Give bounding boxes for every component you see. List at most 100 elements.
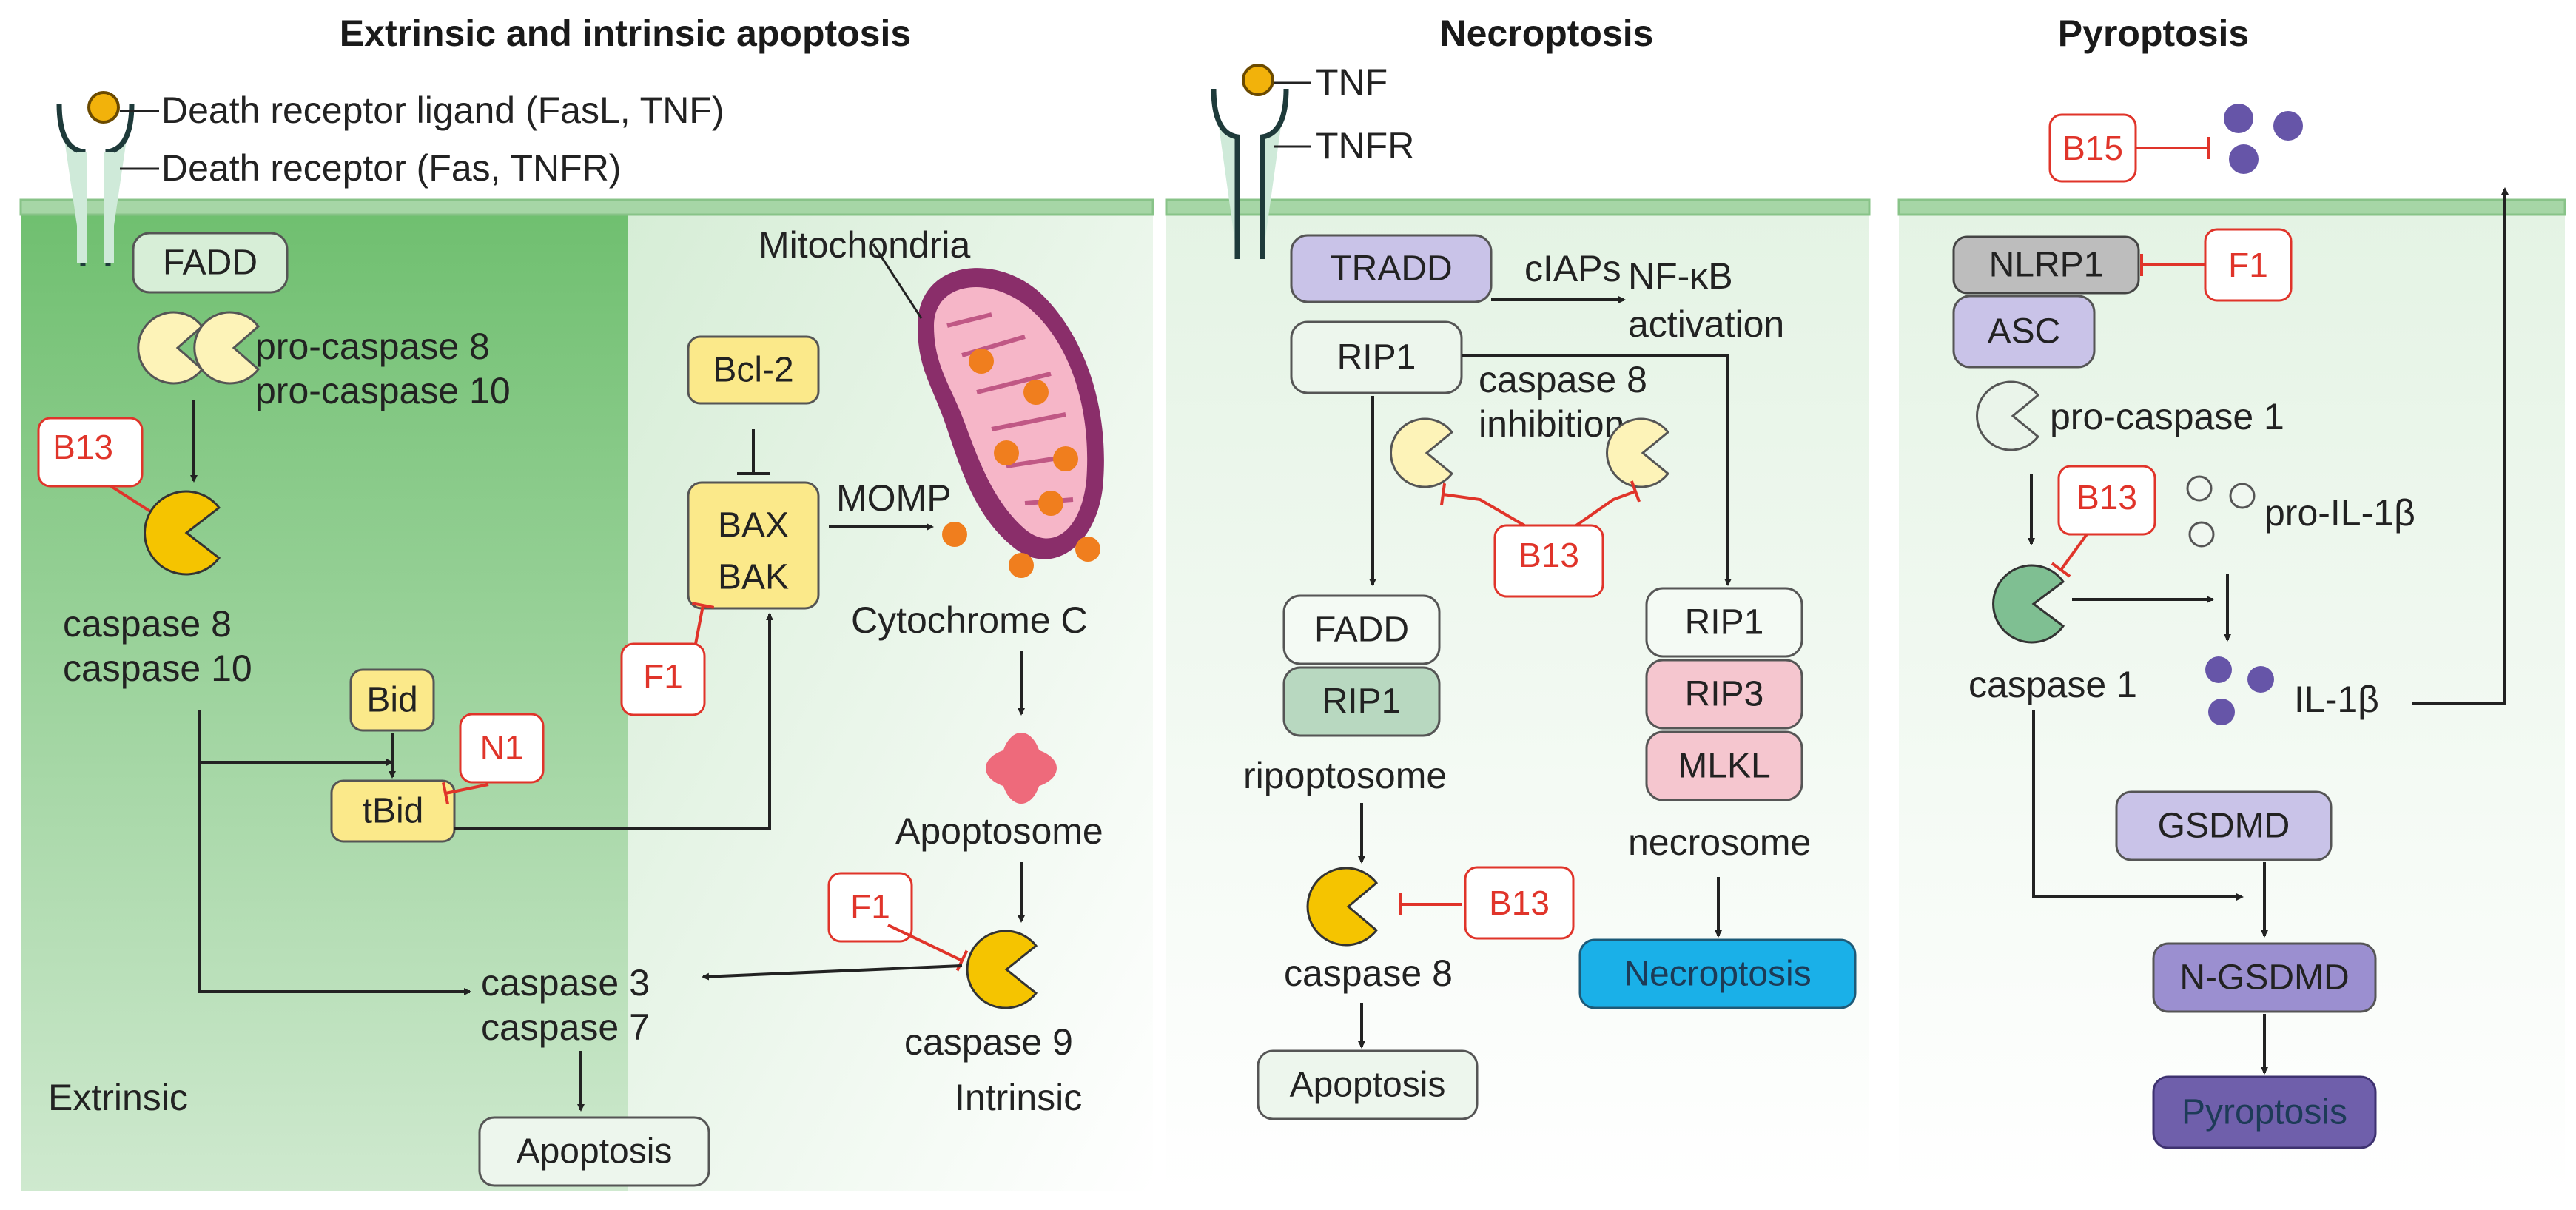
- caspase-7-label: caspase 7: [481, 1006, 650, 1048]
- caspase-9-label: caspase 9: [904, 1021, 1073, 1063]
- fadd-label-apoptosis: FADD: [163, 243, 258, 283]
- bax-bak-box: [687, 481, 820, 610]
- intrinsic-label: Intrinsic: [955, 1077, 1082, 1118]
- cytochrome-c-label: Cytochrome C: [851, 599, 1088, 641]
- inhibitor-n1-label: N1: [480, 728, 524, 767]
- tbid-box: [330, 779, 456, 843]
- membrane-necroptosis: [1165, 198, 1871, 216]
- pro-il1b-label: pro-IL-1β: [2264, 492, 2415, 534]
- necrosome-label: necrosome: [1628, 821, 1811, 863]
- inhibitor-f1-casp9-label: F1: [850, 887, 890, 926]
- apoptosis-necro-label: Apoptosis: [1290, 1066, 1446, 1105]
- membrane-pyroptosis: [1897, 198, 2566, 216]
- il1b-secreted-icon: [2224, 104, 2303, 174]
- death-receptor-icon: [56, 91, 135, 266]
- asc-box: [1952, 295, 2096, 369]
- death-receptor-ligand-label: Death receptor ligand (FasL, TNF): [161, 90, 724, 131]
- title-apoptosis: Extrinsic and intrinsic apoptosis: [340, 13, 911, 54]
- membrane-apoptosis: [19, 198, 1154, 216]
- tnfr-label: TNFR: [1316, 125, 1414, 167]
- fadd-box-necro: [1282, 594, 1441, 665]
- nfkb-label-1: NF-κB: [1628, 255, 1733, 297]
- caspase-10-label: caspase 10: [63, 648, 252, 689]
- pyroptosis-region: [1899, 207, 2565, 1191]
- rip3-label: RIP3: [1685, 675, 1764, 714]
- apoptosis-output-label: Apoptosis: [517, 1132, 673, 1172]
- apoptosome-icon: [986, 733, 1057, 804]
- inhibitor-b13-apoptosis-label: B13: [53, 428, 113, 466]
- il1b-label: IL-1β: [2294, 679, 2379, 720]
- pro-caspase-10-label: pro-caspase 10: [255, 370, 511, 411]
- panel-pyroptosis-background: [1897, 198, 2566, 1191]
- rip1-label: RIP1: [1337, 338, 1416, 377]
- rip1-left-box: [1282, 666, 1441, 737]
- pyroptosis-output-box: [2152, 1075, 2377, 1149]
- title-necroptosis: Necroptosis: [1440, 13, 1654, 54]
- inhibitor-b13-pyro: [2057, 465, 2156, 536]
- mlkl-box: [1645, 730, 1803, 801]
- caspase-8-necro-icon: [1306, 867, 1379, 947]
- tnf-ligand-icon: [1242, 64, 1274, 96]
- inhibitor-f1-pyro: [2204, 228, 2293, 302]
- casp8-inhibition-label-2: inhibition: [1479, 403, 1624, 445]
- apoptosis-output-box: [478, 1116, 710, 1187]
- tnf-label: TNF: [1316, 61, 1388, 103]
- momp-label: MOMP: [836, 477, 952, 519]
- caspase-3-label: caspase 3: [481, 962, 650, 1004]
- inhibitor-b15-label: B15: [2062, 129, 2123, 167]
- caspase-8-right-icon: [1606, 417, 1670, 488]
- extrinsic-region: [21, 207, 628, 1191]
- death-receptor-label: Death receptor (Fas, TNFR): [161, 147, 621, 189]
- caspase-8-label-apoptosis: caspase 8: [63, 603, 232, 645]
- mlkl-label: MLKL: [1678, 747, 1770, 786]
- casp8-inhibition-label-1: caspase 8: [1479, 359, 1647, 400]
- n-gsdmd-box: [2152, 942, 2377, 1013]
- pro-caspase-10-icon: [193, 311, 260, 385]
- pro-il1b-icon: [2186, 475, 2256, 548]
- tradd-label: TRADD: [1330, 249, 1452, 289]
- caspase-1-icon: [1992, 564, 2065, 644]
- inhibitor-b13-pyro-label: B13: [2076, 478, 2137, 517]
- mitochondria-icon: [918, 268, 1104, 559]
- nlrp1-label: NLRP1: [1989, 246, 2104, 285]
- mitochondria-label: Mitochondria: [759, 224, 970, 266]
- tnf-receptor-icon: [1211, 64, 1289, 259]
- inhibitor-f1-bax: [620, 642, 706, 716]
- title-pyroptosis: Pyroptosis: [2058, 13, 2249, 54]
- ciaps-label: cIAPs: [1524, 248, 1621, 289]
- inhibitor-b13-necro-c8: [1464, 866, 1575, 940]
- pro-caspase-1-icon: [1976, 380, 2040, 451]
- caspase-8-necro-label: caspase 8: [1284, 952, 1453, 994]
- bcl2-box: [687, 335, 820, 405]
- ligand-icon: [87, 91, 120, 124]
- inhibitor-b13-necro-mid: [1493, 524, 1604, 598]
- rip3-box: [1645, 659, 1803, 730]
- bax-label: BAX: [718, 506, 789, 545]
- n-gsdmd-label: N-GSDMD: [2179, 958, 2349, 998]
- fadd-box-apoptosis: [132, 232, 289, 294]
- gsdmd-label: GSDMD: [2158, 807, 2290, 846]
- bak-label: BAK: [718, 558, 789, 597]
- inhibitor-b13-necro-mid-label: B13: [1519, 536, 1579, 574]
- rip1-left-label: RIP1: [1322, 682, 1402, 722]
- caspase-1-label: caspase 1: [1968, 664, 2137, 705]
- nfkb-label-2: activation: [1628, 303, 1784, 345]
- pro-caspase-1-label: pro-caspase 1: [2050, 396, 2284, 437]
- bid-box: [349, 668, 435, 732]
- gsdmd-box: [2115, 790, 2333, 861]
- cytochrome-c-icon: [942, 522, 1100, 578]
- bcl2-label: Bcl-2: [713, 351, 793, 390]
- pro-caspase-8-label: pro-caspase 8: [255, 326, 490, 367]
- apoptosome-label: Apoptosome: [895, 810, 1103, 852]
- tradd-box: [1290, 234, 1493, 303]
- caspase-8-left-icon: [1390, 417, 1454, 488]
- asc-label: ASC: [1988, 312, 2061, 352]
- inhibitor-f1-bax-label: F1: [643, 657, 683, 696]
- caspase-8-icon: [144, 490, 221, 576]
- caspase-9-icon: [966, 930, 1038, 1009]
- inhibitor-f1-pyro-label: F1: [2228, 246, 2268, 284]
- inhibitor-n1: [459, 713, 545, 784]
- extrinsic-label: Extrinsic: [48, 1077, 188, 1118]
- apoptosis-necro-box: [1257, 1049, 1479, 1120]
